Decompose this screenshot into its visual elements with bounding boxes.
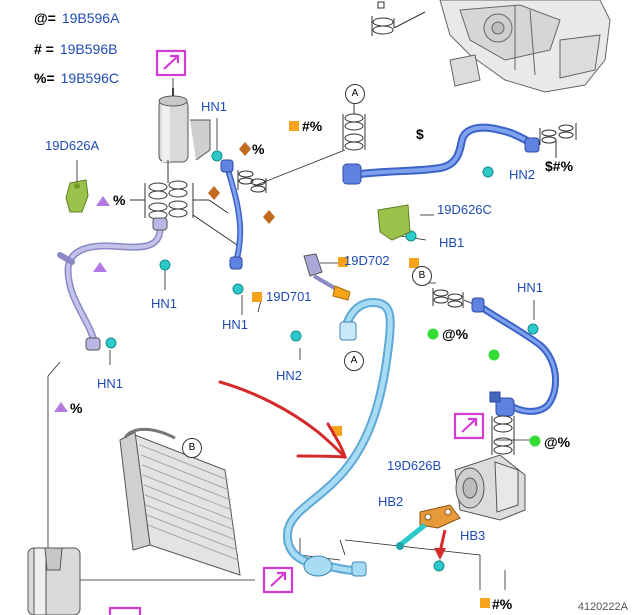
label-hn1: HN1 (151, 296, 178, 311)
label-percent: % (70, 400, 83, 416)
bracket-19d626b (419, 504, 461, 529)
label-at-percent: @% (544, 434, 571, 450)
callout-a: A (345, 84, 365, 104)
seals-right-b (432, 288, 464, 308)
label-percent: % (113, 192, 126, 208)
label-19d626c: 19D626C (437, 202, 492, 217)
fasteners-cyan (105, 150, 539, 572)
red-arrow-small (434, 529, 447, 560)
seals-drier-pipe (237, 170, 267, 193)
hose-liquid-light-blue (282, 297, 395, 577)
top-seals (371, 1, 426, 36)
callout-b: B (182, 438, 202, 458)
label-hb2: HB2 (378, 494, 404, 509)
legend-code: 19B596C (60, 70, 120, 86)
label-percent: % (252, 141, 265, 157)
engine-component-top (439, 0, 611, 93)
hose-drier-blue (220, 159, 244, 270)
label-hb1: HB1 (439, 235, 465, 250)
document-number: 4120222A (577, 601, 628, 613)
legend-code: 19B596A (61, 10, 120, 26)
seals-right-top (539, 123, 577, 158)
label-19d702: 19D702 (344, 253, 390, 268)
label-hn2: HN2 (509, 167, 536, 182)
label-19d626a: 19D626A (45, 138, 100, 153)
legend-item-c: %= 19B596C (34, 70, 119, 86)
bracket-19d626c (377, 204, 411, 241)
seals-a-top (342, 104, 366, 151)
legend-symbol: @= (34, 10, 56, 26)
label-hn2: HN2 (276, 368, 303, 383)
label-hash-percent: #% (302, 118, 323, 134)
markers (54, 121, 541, 608)
label-hn1: HN1 (517, 280, 544, 295)
label-dollar: $ (416, 126, 424, 142)
hose-upper-blue (342, 123, 540, 185)
label-hn1: HN1 (201, 99, 228, 114)
red-hand-arrow (218, 380, 348, 459)
label-19d626b: 19D626B (387, 458, 442, 473)
label-at-percent: @% (442, 326, 469, 342)
label-hash-percent: #% (492, 596, 513, 612)
hose-right-blue (471, 297, 560, 417)
label-19d701: 19D701 (266, 289, 312, 304)
legend-symbol: %= (34, 70, 55, 86)
label-hn1: HN1 (97, 376, 124, 391)
magenta-boxes (108, 49, 485, 615)
seals-compressor (491, 415, 515, 455)
drier-seals (130, 160, 209, 220)
left-lavender-tube (57, 217, 168, 351)
callout-a: A (344, 351, 364, 371)
bracket-19d626a (65, 179, 89, 213)
label-dollar-hash-percent: $#% (545, 158, 574, 174)
pressure-sensor (303, 253, 351, 301)
compressor (454, 454, 526, 521)
legend-item-b: # = 19B596B (34, 41, 117, 57)
label-hb3: HB3 (460, 528, 486, 543)
legend-symbol: # = (34, 41, 54, 57)
legend-code: 19B596B (59, 41, 118, 57)
cylinder-part (27, 547, 81, 615)
legend-item-a: @= 19B596A (34, 10, 119, 26)
bolt-hb2 (396, 523, 427, 550)
label-hn1: HN1 (222, 317, 249, 332)
condenser (119, 427, 241, 576)
callout-b: B (412, 266, 432, 286)
